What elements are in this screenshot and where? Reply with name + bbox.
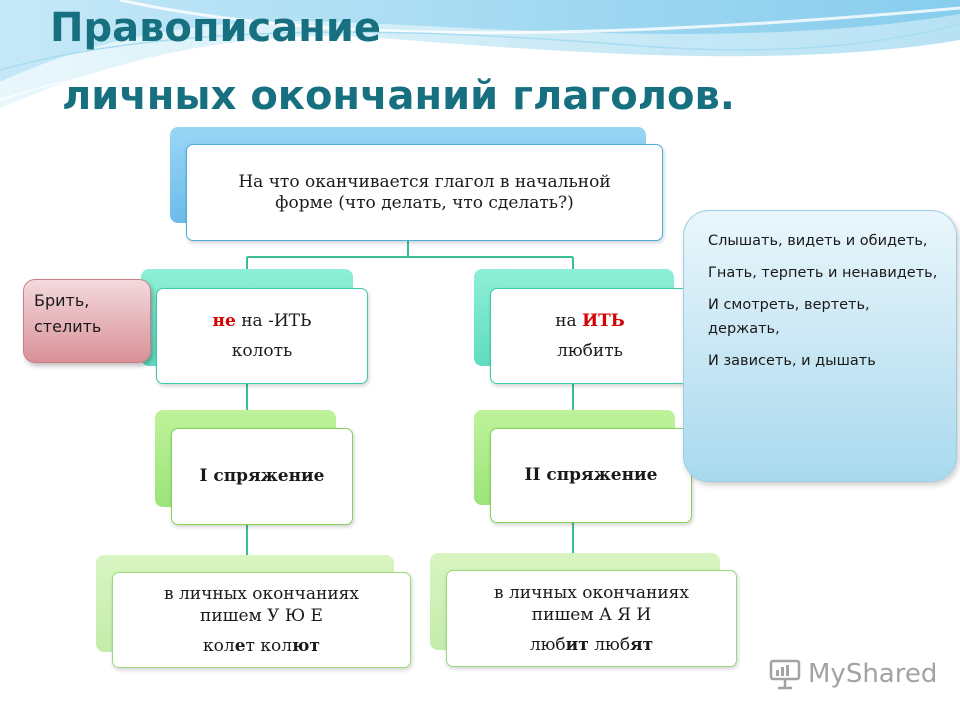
exceptions-left-line1: Брить, [34,291,90,310]
left-example-verb: колоть [231,341,293,361]
page-title-line2: личных окончаний глаголов. [62,73,735,119]
exceptions-right-line: Гнать, терпеть и ненавидеть, [708,265,938,281]
right-endings-rule2: пишем А Я И [531,604,652,625]
left-condition-text: не на -ИТЬ [212,311,312,331]
right-conjugation-label: II спряжение [524,465,658,485]
left-condition-card: не на -ИТЬ колоть [156,288,368,384]
myshared-logo: MyShared [768,656,937,692]
logo-text: MyShared [808,659,938,689]
exceptions-right-line: И смотреть, вертеть, держать, [708,297,870,337]
root-question-card: На что оканчивается глагол в начальной ф… [186,144,663,241]
root-question-line2: форме (что делать, что сделать?) [275,192,574,213]
exceptions-left-card: Брить, стелить [23,279,151,363]
right-condition-text: на ИТЬ [555,311,625,331]
right-endings-card: в личных окончаниях пишем А Я И любит лю… [446,570,737,667]
left-conjugation-label: I спряжение [199,466,325,486]
right-endings-forms: любит любят [529,634,654,655]
exceptions-right-card: Слышать, видеть и обидеть, Гнать, терпет… [683,210,957,482]
right-condition-card: на ИТЬ любить [490,288,690,384]
left-endings-forms: колет колют [203,636,320,656]
exceptions-left-line2: стелить [34,317,102,336]
root-question-line1: На что оканчивается глагол в начальной [238,171,611,192]
presentation-board-icon [769,659,801,690]
exceptions-right-line: Слышать, видеть и обидеть, [708,233,928,249]
left-endings-card: в личных окончаниях пишем У Ю Е колет ко… [112,572,411,668]
right-endings-rule1: в личных окончаниях [494,582,689,603]
left-conjugation-card: I спряжение [171,428,353,525]
right-conjugation-card: II спряжение [490,428,692,523]
page-title-line1: Правописание [50,5,382,51]
exceptions-right-line: И зависеть, и дышать [708,353,876,369]
left-endings-rule1: в личных окончаниях [164,584,359,604]
left-endings-rule2: пишем У Ю Е [200,606,323,626]
right-example-verb: любить [557,341,623,361]
